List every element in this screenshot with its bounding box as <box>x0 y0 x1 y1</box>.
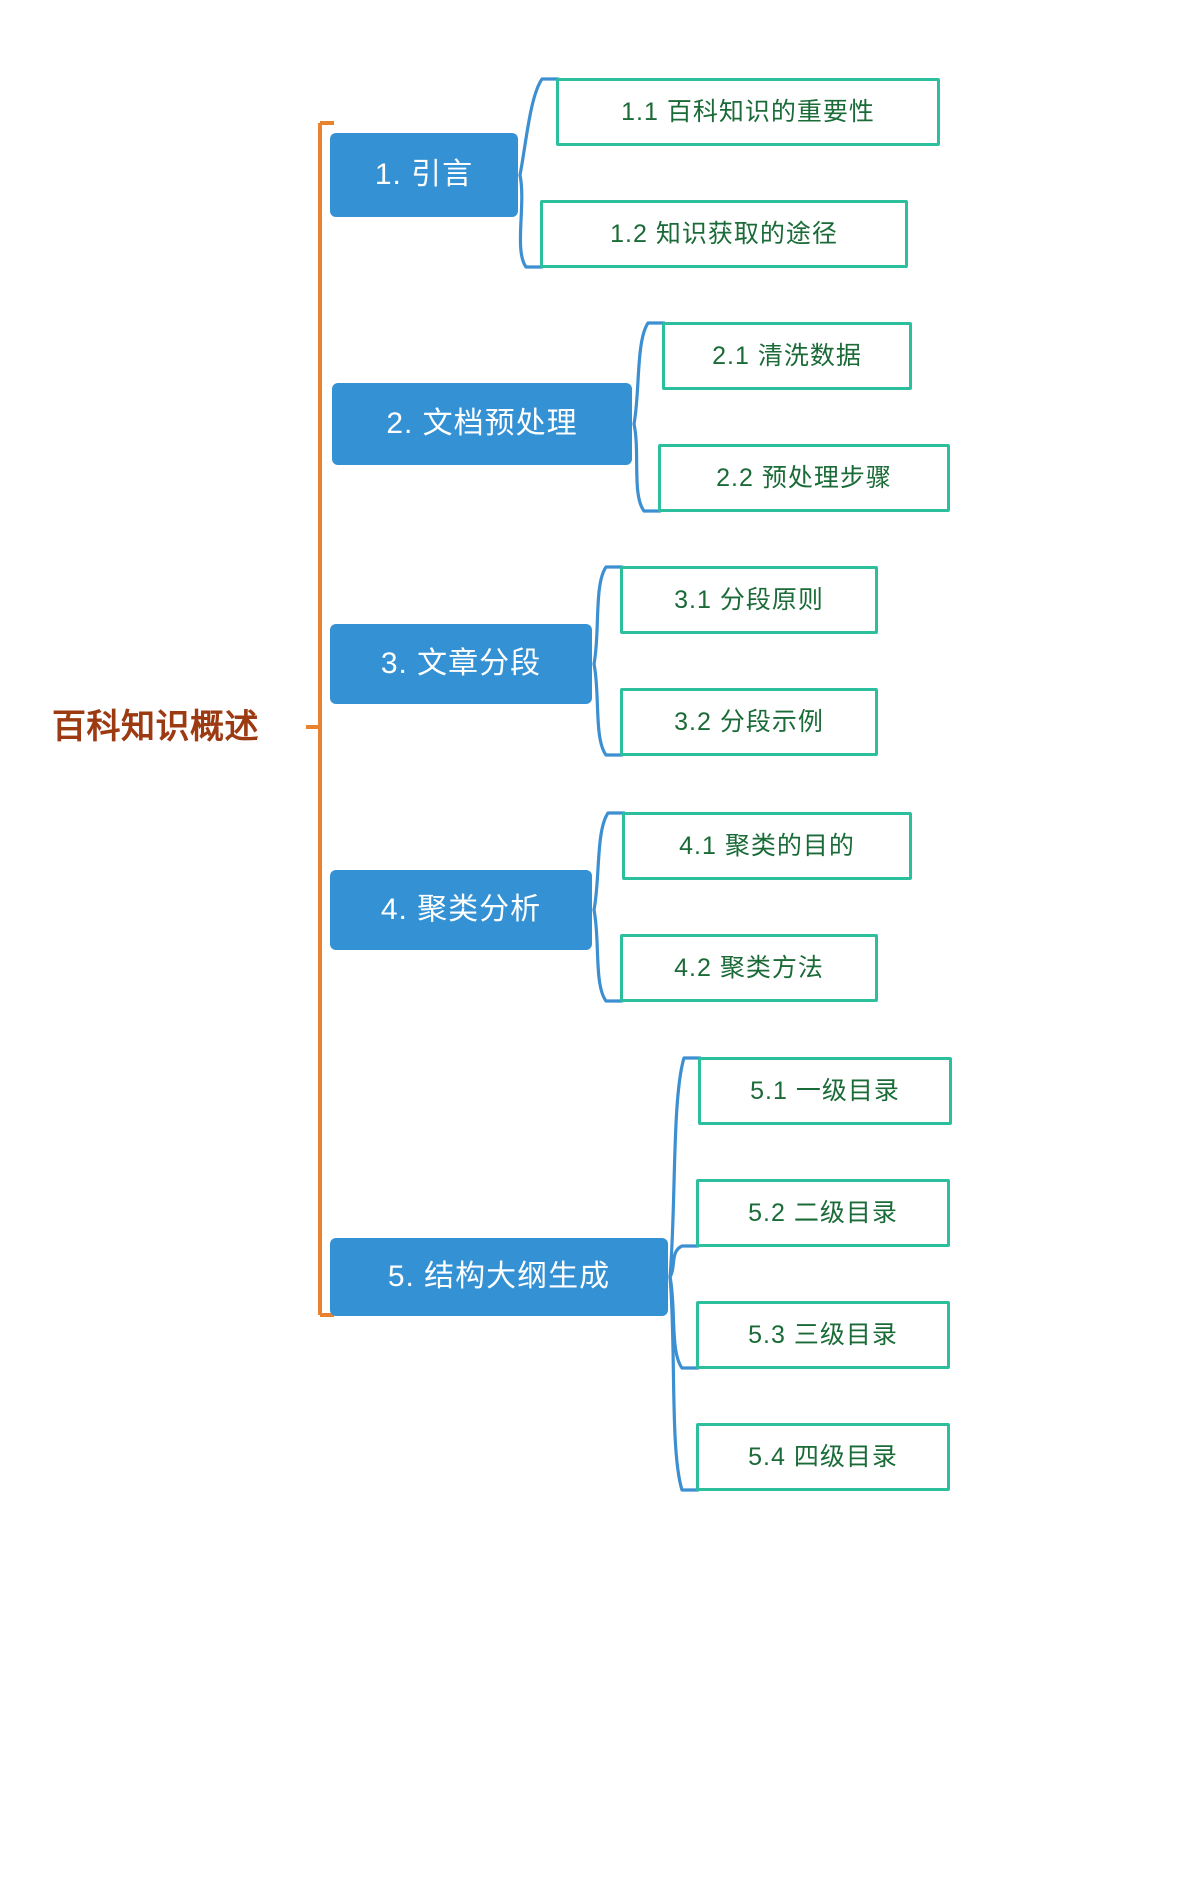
connector-b2-l2-2 <box>632 422 662 513</box>
leaf-node-label: 4.2 聚类方法 <box>674 953 824 982</box>
leaf-node-label: 4.1 聚类的目的 <box>679 831 855 860</box>
leaf-node-l2-2[interactable]: 2.2 预处理步骤 <box>658 444 950 512</box>
leaf-node-label: 1.2 知识获取的途径 <box>610 219 838 248</box>
root-spine <box>306 121 334 1317</box>
leaf-node-l3-2[interactable]: 3.2 分段示例 <box>620 688 878 756</box>
branch-node-label: 3. 文章分段 <box>380 647 542 680</box>
leaf-node-l4-1[interactable]: 4.1 聚类的目的 <box>622 812 912 880</box>
connector-b2-l2-1 <box>632 321 666 426</box>
connector-b4-l4-2 <box>592 908 624 1003</box>
leaf-node-l3-1[interactable]: 3.1 分段原则 <box>620 566 878 634</box>
branch-node-label: 4. 聚类分析 <box>380 893 542 926</box>
branch-node-label: 1. 引言 <box>374 158 474 191</box>
branch-node-4[interactable]: 4. 聚类分析 <box>330 870 592 950</box>
branch-node-3[interactable]: 3. 文章分段 <box>330 624 592 704</box>
connector-b4-l4-1 <box>592 811 626 912</box>
leaf-node-label: 5.2 二级目录 <box>748 1198 898 1227</box>
leaf-node-l1-1[interactable]: 1.1 百科知识的重要性 <box>556 78 940 146</box>
leaf-node-label: 3.1 分段原则 <box>674 585 824 614</box>
branch-node-label: 5. 结构大纲生成 <box>387 1260 611 1293</box>
connector-b3-l3-1 <box>592 565 624 666</box>
leaf-node-l4-2[interactable]: 4.2 聚类方法 <box>620 934 878 1002</box>
connector-b5-l5-2 <box>668 1244 700 1279</box>
connector-b5-l5-3 <box>668 1275 700 1370</box>
leaf-node-label: 5.1 一级目录 <box>750 1076 900 1105</box>
branch-node-1[interactable]: 1. 引言 <box>330 133 518 217</box>
leaf-node-label: 5.3 三级目录 <box>748 1320 898 1349</box>
connector-b1-l1-1 <box>518 77 560 177</box>
branch-node-5[interactable]: 5. 结构大纲生成 <box>330 1238 668 1316</box>
leaf-node-l5-3[interactable]: 5.3 三级目录 <box>696 1301 950 1369</box>
leaf-node-label: 5.4 四级目录 <box>748 1442 898 1471</box>
leaf-node-l5-2[interactable]: 5.2 二级目录 <box>696 1179 950 1247</box>
leaf-node-l5-1[interactable]: 5.1 一级目录 <box>698 1057 952 1125</box>
branch-node-label: 2. 文档预处理 <box>386 407 578 440</box>
leaf-node-l5-4[interactable]: 5.4 四级目录 <box>696 1423 950 1491</box>
connector-b5-l5-4 <box>668 1275 700 1492</box>
root-node-label[interactable]: 百科知识概述 <box>52 708 259 746</box>
leaf-node-label: 1.1 百科知识的重要性 <box>621 97 875 126</box>
leaf-node-l1-2[interactable]: 1.2 知识获取的途径 <box>540 200 908 268</box>
leaf-node-l2-1[interactable]: 2.1 清洗数据 <box>662 322 912 390</box>
leaf-node-label: 2.2 预处理步骤 <box>716 463 892 492</box>
leaf-node-label: 2.1 清洗数据 <box>712 341 862 370</box>
connector-b1-l1-2 <box>518 173 544 269</box>
branch-node-2[interactable]: 2. 文档预处理 <box>332 383 632 465</box>
leaf-node-label: 3.2 分段示例 <box>674 707 824 736</box>
connector-b3-l3-2 <box>592 662 624 757</box>
